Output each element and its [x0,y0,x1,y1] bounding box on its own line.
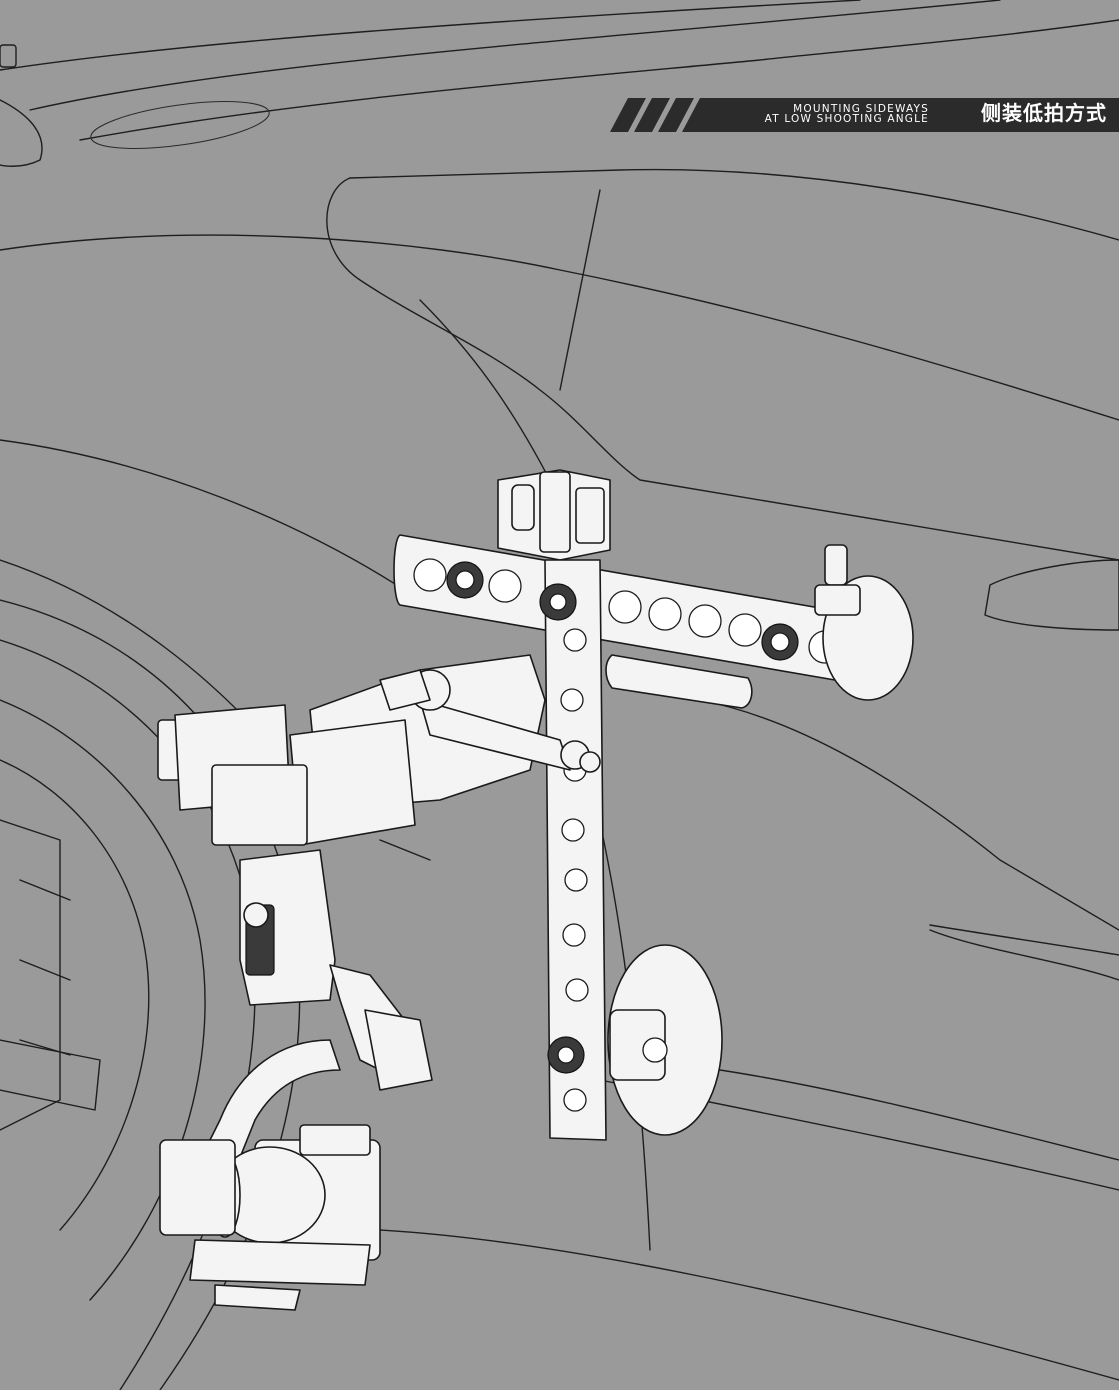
suction-cup-lower [607,944,723,1136]
top-clamp [497,469,611,561]
title-chinese: 侧装低拍方式 [981,101,1107,125]
gimbal-stabilizer [199,849,433,1171]
title-english-line1: MOUNTING SIDEWAYS [793,103,929,115]
title-english-line2: AT LOW SHOOTING ANGLE [764,113,929,125]
header-banner [610,98,1119,132]
vertical-mount-bar [539,559,753,1141]
horizontal-mount-plate [393,534,867,685]
header-stripe-2 [634,98,670,132]
title-english: MOUNTING SIDEWAYS AT LOW SHOOTING ANGLE [764,103,929,125]
header-stripe-3 [658,98,694,132]
title-banner: MOUNTING SIDEWAYS AT LOW SHOOTING ANGLE … [606,92,1119,132]
battery-plate [157,704,416,846]
suction-cup-upper [814,544,914,701]
header-band-bg [682,98,1119,132]
camera-body [159,1124,381,1311]
header-stripe-1 [610,98,646,132]
